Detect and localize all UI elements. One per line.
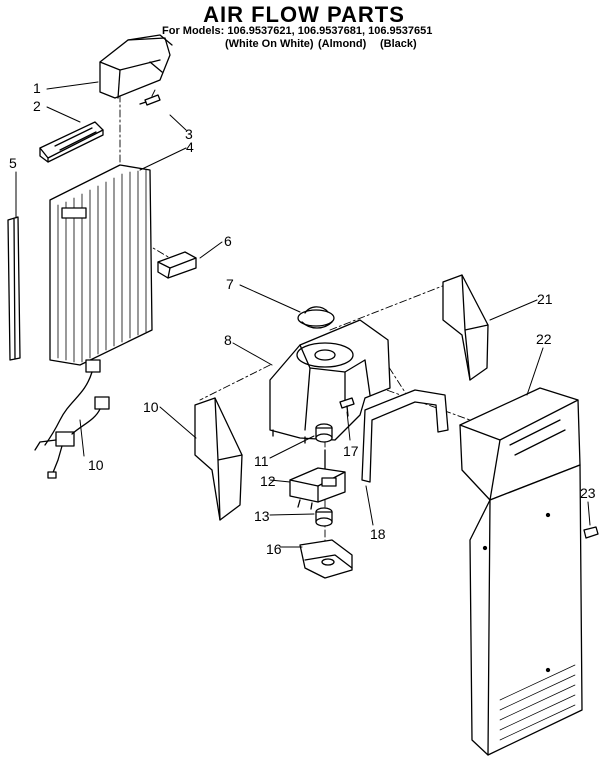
part-2-motor-bracket (299, 539, 353, 579)
part-6-grille (39, 121, 104, 163)
callout-10-upper: 11 (254, 453, 269, 469)
models-line: For Models: 106.9537621, 106.9537681, 10… (162, 25, 433, 37)
part-22-right-panel (442, 274, 489, 381)
part-13-shroud-seal (361, 389, 449, 483)
callout-13: 18 (370, 526, 386, 542)
variant-almond: (Almond) (318, 38, 367, 50)
callout-17: 22 (536, 331, 552, 347)
callout-12: 10 (88, 457, 104, 473)
variant-white: (White On White) (225, 38, 314, 50)
part-10-grommet-lower (315, 507, 333, 527)
variant-black: (Black) (380, 38, 417, 50)
part-18-screw (583, 526, 599, 539)
callout-16: 5 (9, 155, 17, 171)
part-1-fan-housing (269, 319, 391, 444)
callout-8: 7 (226, 276, 234, 292)
callout-numbers: 1 2 3 4 5 6 7 8 10 10 11 12 13 16 17 18 … (9, 80, 596, 557)
callout-22: 21 (537, 291, 553, 307)
callout-6: 2 (33, 98, 41, 114)
part-23-left-panel (194, 397, 243, 521)
callout-11: 6 (224, 233, 232, 249)
callout-7: 12 (260, 473, 276, 489)
page-title: AIR FLOW PARTS (203, 2, 405, 27)
callout-3: 1 (33, 80, 41, 96)
leader-lines (15, 81, 591, 548)
callout-1: 8 (224, 332, 232, 348)
part-17-air-duct-tower (459, 387, 583, 756)
part-12-wire-harness (34, 359, 110, 479)
part-7-fan-motor (289, 449, 346, 510)
callout-5: 4 (186, 139, 194, 155)
callout-2: 16 (266, 541, 282, 557)
part-4-screw (139, 94, 161, 106)
callout-18: 23 (580, 485, 596, 501)
part-3-air-duct (99, 34, 173, 99)
part-16-seal-strip (7, 216, 21, 361)
part-11-clip (157, 251, 197, 279)
callout-10-lower: 13 (254, 508, 270, 524)
part-21-screw (339, 397, 355, 417)
part-10-grommet-upper (315, 423, 333, 443)
callout-4: 3 (185, 126, 193, 142)
part-8-fan-blade (297, 306, 335, 329)
part-5-rear-cover (49, 164, 153, 366)
callout-23: 10 (143, 399, 159, 415)
callout-21: 17 (343, 443, 359, 459)
